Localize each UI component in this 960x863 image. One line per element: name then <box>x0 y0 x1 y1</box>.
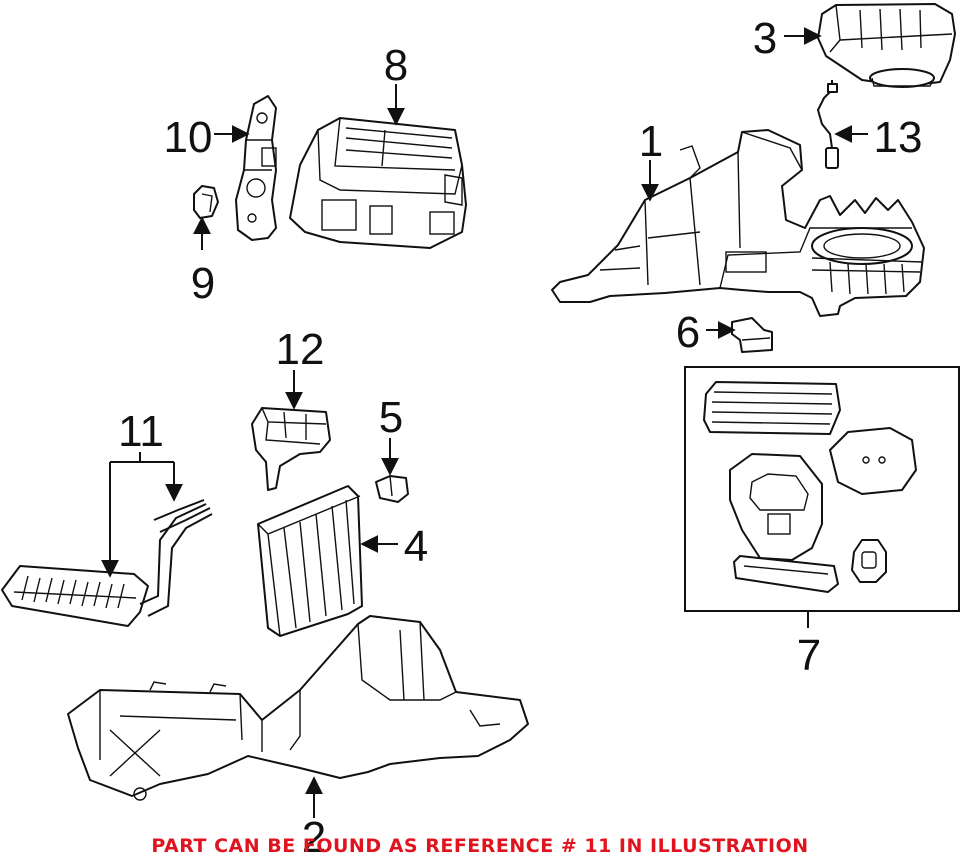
footer-note: PART CAN BE FOUND AS REFERENCE # 11 IN I… <box>151 835 808 857</box>
callout-10: 10 <box>164 113 213 162</box>
part-10-actuator <box>235 95 277 241</box>
callout-2: 2 <box>302 813 326 862</box>
part-9-link <box>193 185 219 219</box>
leader-lines <box>101 27 868 818</box>
part-3-blower-motor <box>817 3 956 88</box>
part-7-seal-kit <box>684 366 960 612</box>
callout-13: 13 <box>874 113 923 162</box>
callout-7: 7 <box>797 631 821 680</box>
part-2-lower-housing <box>67 615 529 801</box>
leader-11 <box>101 452 183 578</box>
callout-1: 1 <box>639 117 663 166</box>
part-1-heater-housing <box>551 129 925 317</box>
callout-11: 11 <box>118 407 164 456</box>
callout-4: 4 <box>404 522 428 571</box>
callout-labels: 1 2 3 4 5 6 7 8 9 10 11 12 13 <box>118 14 922 862</box>
callout-6: 6 <box>676 308 700 357</box>
part-5-cap <box>375 475 409 503</box>
part-13-wire-harness <box>816 80 839 169</box>
callout-5: 5 <box>379 393 403 442</box>
part-8-distribution-housing <box>289 117 467 249</box>
part-4-evaporator <box>257 485 363 637</box>
callout-8: 8 <box>384 41 408 90</box>
part-11-heater-core <box>1 499 213 627</box>
callout-12: 12 <box>276 325 325 374</box>
callout-3: 3 <box>753 14 777 63</box>
part-6-clip <box>731 317 773 353</box>
part-12-bracket <box>251 407 331 491</box>
callout-9: 9 <box>191 259 215 308</box>
